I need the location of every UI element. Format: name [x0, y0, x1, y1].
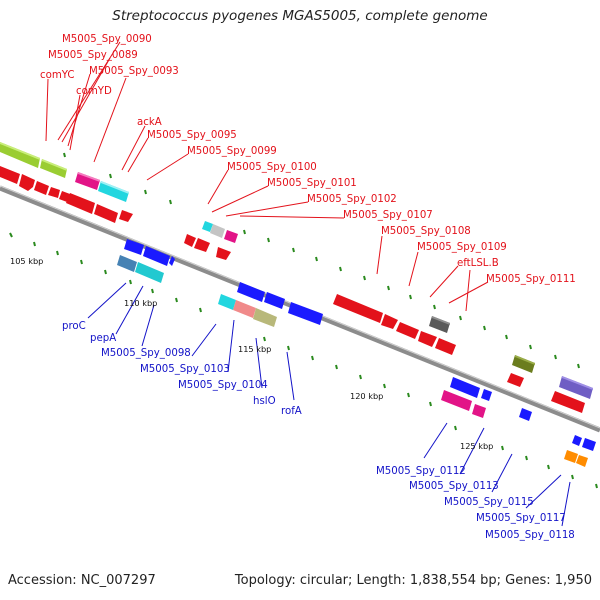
gene-label[interactable]: M5005_Spy_0095: [147, 130, 237, 141]
gene-label[interactable]: eftLSL.B: [457, 258, 499, 269]
kbp-labels: 105 kbp 110 kbp 115 kbp 120 kbp 125 kbp: [10, 256, 493, 451]
reverse-genes: [117, 239, 596, 467]
genome-summary-text: Topology: circular; Length: 1,838,554 bp…: [234, 573, 592, 588]
kbp-label: 125 kbp: [460, 441, 493, 451]
scale-ticks: [9, 152, 598, 489]
gene-label[interactable]: M5005_Spy_0117: [476, 513, 566, 524]
gene-label[interactable]: M5005_Spy_0112: [376, 466, 466, 477]
kbp-label: 120 kbp: [350, 391, 383, 401]
reverse-leader-lines: [87, 282, 571, 527]
map-title: Streptococcus pyogenes MGAS5005, complet…: [112, 8, 488, 24]
gene-label[interactable]: M5005_Spy_0109: [417, 242, 507, 253]
gene-label[interactable]: M5005_Spy_0090: [62, 34, 152, 45]
gene-label[interactable]: comYC: [40, 70, 75, 81]
gene-label[interactable]: M5005_Spy_0102: [307, 194, 397, 205]
gene-label[interactable]: proC: [62, 321, 86, 332]
gene-label[interactable]: pepA: [90, 333, 116, 344]
gene-label[interactable]: M5005_Spy_0093: [89, 66, 179, 77]
outer-forward-genes: [0, 142, 593, 399]
gene-label[interactable]: M5005_Spy_0108: [381, 226, 471, 237]
reverse-gene-labels: proC pepA M5005_Spy_0098 M5005_Spy_0103 …: [62, 321, 575, 541]
gene-label[interactable]: M5005_Spy_0098: [101, 348, 191, 359]
gene-label[interactable]: M5005_Spy_0111: [486, 274, 576, 285]
kbp-label: 105 kbp: [10, 256, 43, 266]
kbp-label: 110 kbp: [124, 298, 157, 308]
gene-label[interactable]: M5005_Spy_0103: [140, 364, 230, 375]
gene-label[interactable]: ackA: [137, 117, 162, 128]
gene-label[interactable]: M5005_Spy_0113: [409, 481, 499, 492]
gene-label[interactable]: M5005_Spy_0118: [485, 530, 575, 541]
gene-label[interactable]: M5005_Spy_0104: [178, 380, 268, 391]
gene-label[interactable]: M5005_Spy_0089: [48, 50, 138, 61]
gene-label[interactable]: M5005_Spy_0099: [187, 146, 277, 157]
forward-leader-lines: [45, 41, 489, 312]
gene-label[interactable]: M5005_Spy_0100: [227, 162, 317, 173]
gene-label[interactable]: hslO: [253, 396, 276, 407]
gene-label[interactable]: M5005_Spy_0115: [444, 497, 534, 508]
middle-forward-genes: [75, 172, 238, 243]
gene-label[interactable]: comYD: [76, 86, 112, 97]
accession-text: Accession: NC_007297: [8, 573, 156, 588]
forward-gene-labels: M5005_Spy_0090 M5005_Spy_0089 comYC M500…: [40, 34, 576, 285]
gene-label[interactable]: M5005_Spy_0101: [267, 178, 357, 189]
forward-arrows: [0, 166, 585, 413]
gene-label[interactable]: M5005_Spy_0107: [343, 210, 433, 221]
gene-label[interactable]: rofA: [281, 406, 302, 417]
kbp-label: 115 kbp: [238, 344, 271, 354]
